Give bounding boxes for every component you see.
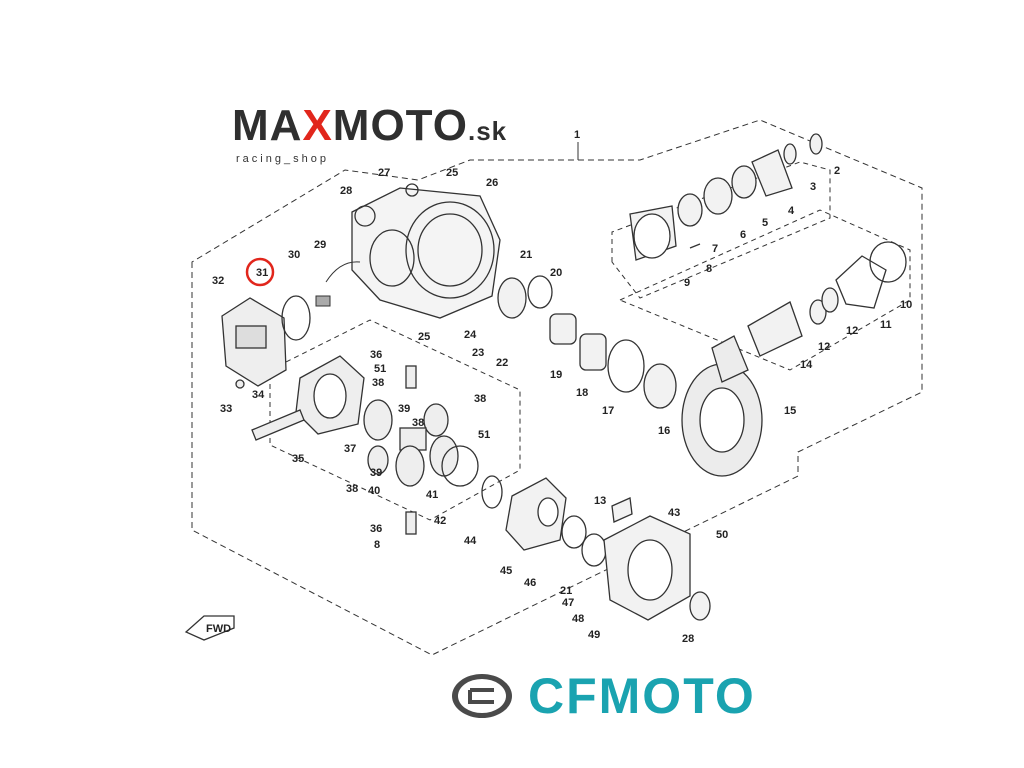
callout-8: 8 [374, 539, 380, 551]
subframe-differential [269, 319, 521, 521]
brand-subtitle: racing_shop [236, 153, 329, 165]
brand-ma: MA [232, 101, 303, 150]
callout-47: 47 [562, 597, 574, 609]
callout-44: 44 [464, 535, 477, 547]
maxmoto-logo: MAXMOTO.sk racing_shop [232, 104, 507, 166]
callout-20: 20 [550, 267, 562, 279]
callout-38: 38 [346, 483, 358, 495]
callout-9: 9 [684, 277, 690, 289]
callout-50: 50 [716, 529, 728, 541]
o-ring-31 [281, 295, 311, 341]
callout-17: 17 [602, 405, 614, 417]
callout-34: 34 [252, 389, 265, 401]
callout-38: 38 [474, 393, 486, 405]
callout-16: 16 [658, 425, 670, 437]
sensor-unit [315, 261, 361, 307]
callout-7: 7 [712, 243, 718, 255]
callout-13: 13 [594, 495, 606, 507]
callout-35: 35 [292, 453, 304, 465]
callout-32: 32 [212, 275, 224, 287]
callout-42: 42 [434, 515, 446, 527]
callout-49: 49 [588, 629, 600, 641]
callout-1: 1 [574, 129, 580, 141]
callout-38: 38 [412, 417, 424, 429]
callout-39: 39 [370, 467, 382, 479]
callout-25: 25 [446, 167, 458, 179]
output-housing [505, 477, 711, 621]
callout-31: 31 [256, 267, 268, 279]
callout-38: 38 [372, 377, 384, 389]
fwd-arrow: FWD [184, 615, 235, 641]
callout-26: 26 [486, 177, 498, 189]
callout-43: 43 [668, 507, 680, 519]
assembly-frame [191, 119, 923, 656]
callout-41: 41 [426, 489, 438, 501]
differential-group [251, 355, 503, 535]
callout-33: 33 [220, 403, 232, 415]
callout-labels: 1234567891011121213141516171819202121222… [212, 129, 912, 645]
callout-25: 25 [418, 331, 430, 343]
callout-18: 18 [576, 387, 588, 399]
pinion-group [747, 241, 907, 357]
callout-5: 5 [762, 217, 768, 229]
input-shaft-group [629, 133, 823, 261]
gearbox-housing [351, 183, 501, 319]
maxmoto-wordmark: MAXMOTO.sk [232, 104, 507, 153]
callout-28: 28 [682, 633, 694, 645]
brand-x: X [302, 101, 333, 150]
callout-36: 36 [370, 349, 382, 361]
callout-22: 22 [496, 357, 508, 369]
callout-21: 21 [520, 249, 532, 261]
brand-moto: MOTO [332, 101, 468, 150]
highlight-circle [245, 257, 275, 287]
callout-37: 37 [344, 443, 356, 455]
callout-11: 11 [880, 319, 892, 331]
ring-gear [681, 335, 763, 477]
callout-27: 27 [378, 167, 390, 179]
callout-40: 40 [368, 485, 380, 497]
callout-48: 48 [572, 613, 584, 625]
callout-6: 6 [740, 229, 746, 241]
callout-12: 12 [818, 341, 830, 353]
callout-14: 14 [800, 359, 813, 371]
callout-10: 10 [900, 299, 912, 311]
callout-2: 2 [834, 165, 840, 177]
callout-21: 21 [560, 585, 572, 597]
callout-3: 3 [810, 181, 816, 193]
subframe-input-shaft [611, 161, 831, 299]
mid-shaft-group [497, 275, 677, 409]
callout-8: 8 [706, 263, 712, 275]
cfmoto-wordmark: CFMOTO [528, 668, 756, 724]
callout-28: 28 [340, 185, 352, 197]
callout-39: 39 [398, 403, 410, 415]
cfmoto-emblem-icon [452, 674, 512, 718]
callout-46: 46 [524, 577, 536, 589]
callout-36: 36 [370, 523, 382, 535]
callout-12: 12 [846, 325, 858, 337]
callout-23: 23 [472, 347, 484, 359]
callout-4: 4 [788, 205, 795, 217]
callout-24: 24 [464, 329, 477, 341]
side-cover [221, 297, 287, 389]
callout-29: 29 [314, 239, 326, 251]
callout-51: 51 [478, 429, 490, 441]
subframe-pinion [618, 209, 911, 371]
fwd-label: FWD [206, 623, 231, 635]
callout-51: 51 [374, 363, 386, 375]
brand-sk: .sk [467, 116, 508, 146]
callout-15: 15 [784, 405, 796, 417]
callout-19: 19 [550, 369, 562, 381]
callout-45: 45 [500, 565, 512, 577]
callout-30: 30 [288, 249, 300, 261]
